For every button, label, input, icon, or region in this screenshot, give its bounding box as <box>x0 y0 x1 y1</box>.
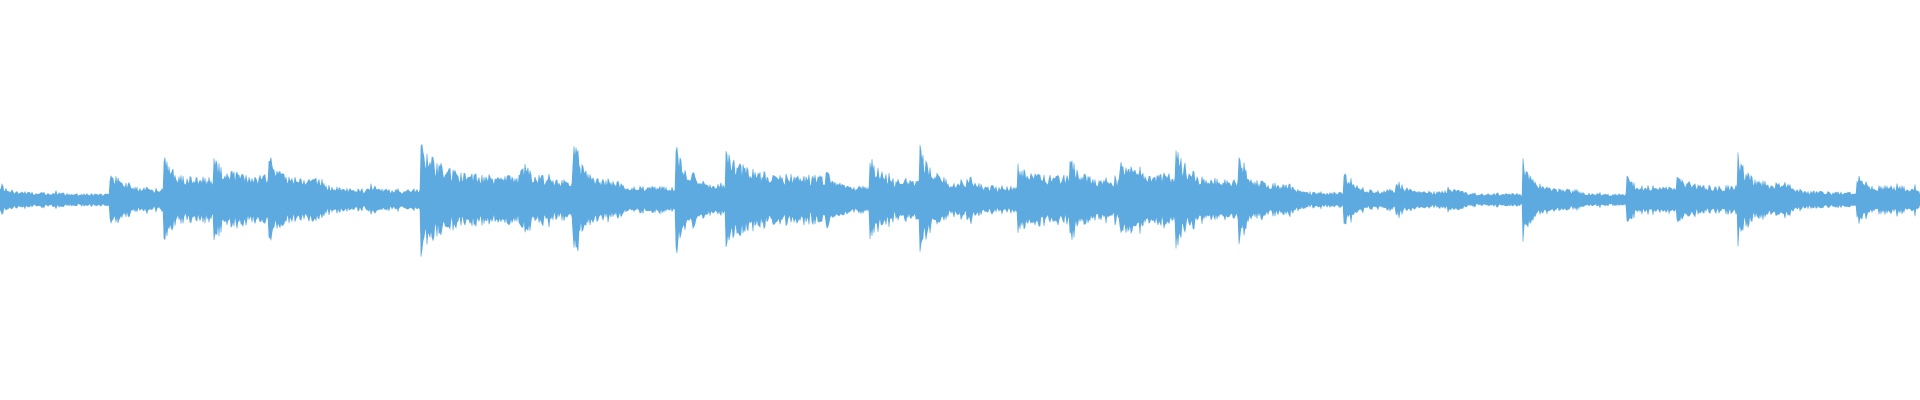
waveform-path <box>0 143 1920 257</box>
